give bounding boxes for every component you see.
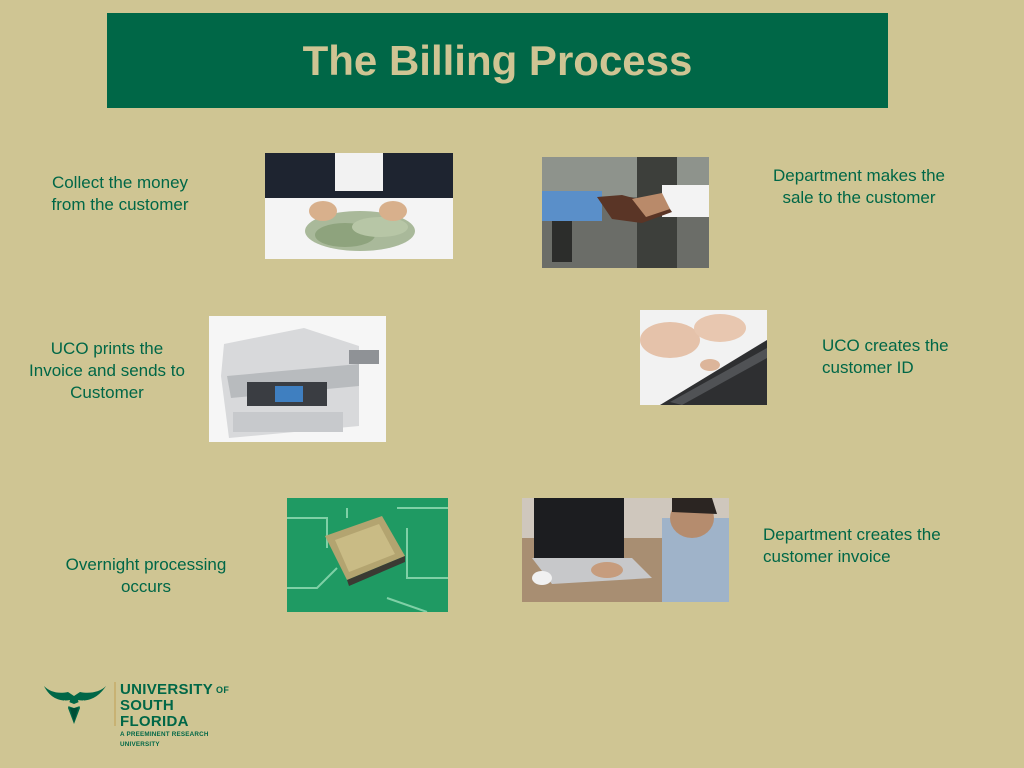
caption-line: UCO creates the (822, 336, 949, 355)
keyboard-typing-photo (640, 310, 767, 405)
caption-line: customer ID (822, 358, 914, 377)
title-bar: The Billing Process (107, 13, 888, 108)
logo-tagline: A PREEMINENT RESEARCH UNIVERSITY (120, 731, 209, 748)
caption-line: Invoice and sends to (29, 361, 185, 380)
caption-line: customer invoice (763, 547, 891, 566)
logo-of: OF (216, 685, 230, 695)
logo-university: UNIVERSITY (120, 681, 214, 698)
caption-line: UCO prints the (50, 339, 164, 358)
caption-line: Collect the money (51, 173, 189, 192)
caption-line: Department creates the (763, 525, 941, 544)
circuit-chip-photo (287, 498, 448, 612)
caption-line: occurs (120, 577, 172, 596)
money-photo (265, 153, 453, 259)
bull-horns-icon (44, 686, 106, 724)
caption-line: from the customer (51, 195, 189, 214)
caption-uco-customer-id: UCO creates the customer ID (822, 335, 1002, 379)
caption-line: Customer (70, 383, 144, 402)
caption-line: sale to the customer (782, 188, 936, 207)
caption-collect-money: Collect the money from the customer (30, 172, 210, 216)
handshake-photo (542, 157, 709, 268)
caption-uco-prints: UCO prints the Invoice and sends to Cust… (16, 338, 198, 404)
caption-line: Overnight processing (65, 555, 227, 574)
caption-line: Department makes the (773, 166, 945, 185)
caption-department-invoice: Department creates the customer invoice (763, 524, 983, 568)
slide-title: The Billing Process (302, 36, 693, 84)
caption-department-sale: Department makes the sale to the custome… (752, 165, 966, 209)
caption-overnight-processing: Overnight processing occurs (40, 554, 252, 598)
printer-photo (209, 316, 386, 442)
logo-south-florida: SOUTH FLORIDA (120, 697, 189, 730)
laptop-user-photo (522, 498, 729, 602)
logo-divider (114, 682, 116, 726)
